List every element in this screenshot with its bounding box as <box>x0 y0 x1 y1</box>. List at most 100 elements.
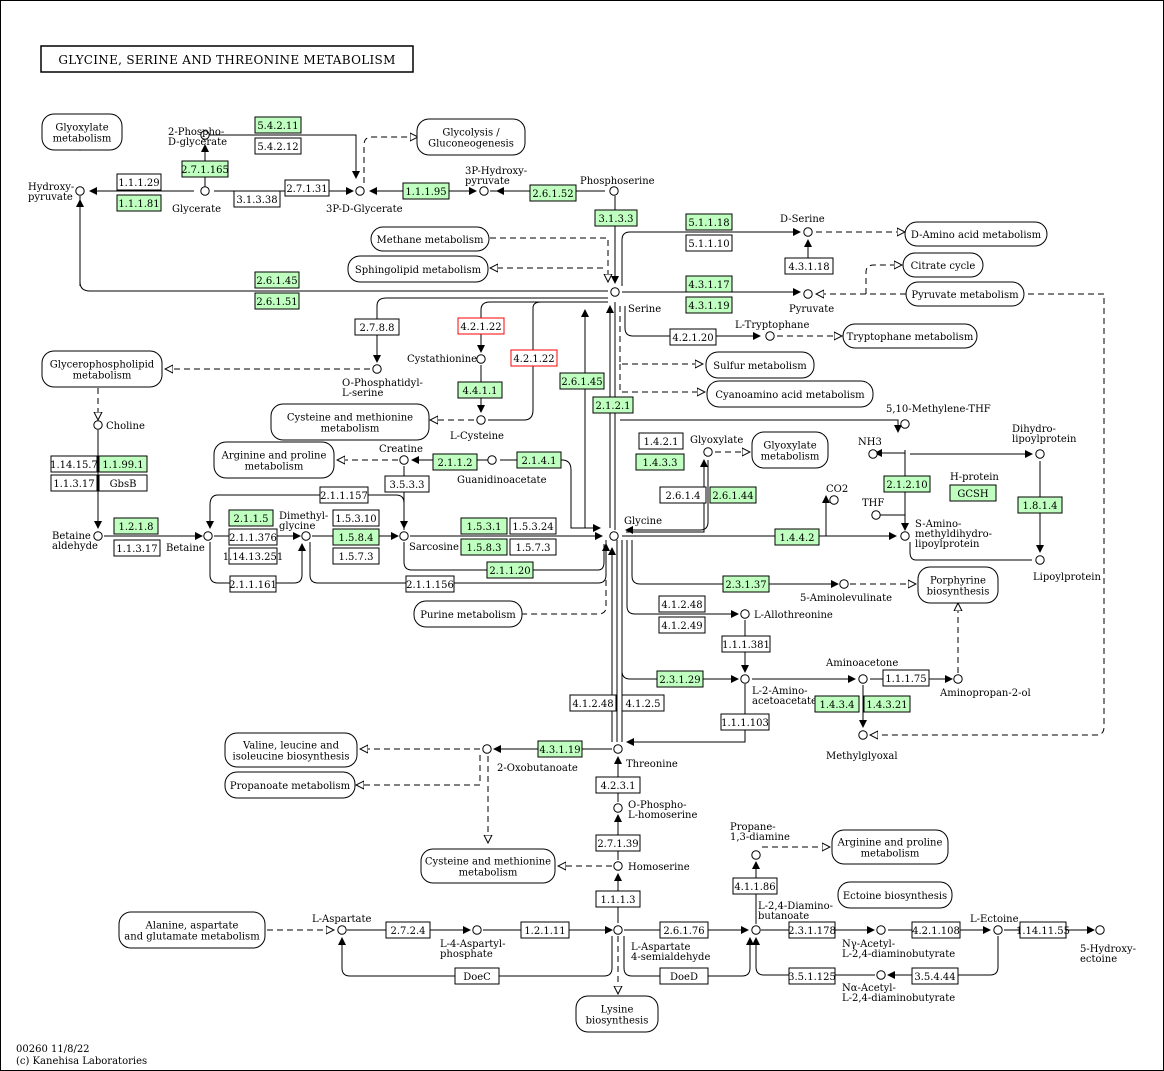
enzyme-box[interactable]: 1.2.1.11 <box>520 921 570 939</box>
enzyme-rect[interactable] <box>658 595 706 613</box>
compound-node[interactable] <box>609 531 619 541</box>
enzyme-rect[interactable] <box>685 234 733 252</box>
compound-node[interactable] <box>1035 449 1045 459</box>
enzyme-rect[interactable] <box>638 432 684 450</box>
compound[interactable]: Serine <box>610 287 661 315</box>
enzyme-box[interactable]: 4.3.1.19 <box>537 740 583 758</box>
enzyme-box[interactable]: 2.7.8.8 <box>354 318 400 336</box>
enzyme-box[interactable]: 4.2.1.20 <box>669 328 717 346</box>
compound-node[interactable] <box>476 415 486 425</box>
enzyme-box[interactable]: GCSH <box>949 484 997 502</box>
enzyme-rect[interactable] <box>949 484 997 502</box>
enzyme-box[interactable]: 4.1.2.48 <box>569 694 617 712</box>
enzyme-rect[interactable] <box>720 713 770 731</box>
compound[interactable]: L-Cysteine <box>450 415 504 442</box>
compound-node[interactable] <box>93 531 103 541</box>
enzyme-rect[interactable] <box>116 173 162 191</box>
enzyme-box[interactable]: 2.1.1.5 <box>228 509 274 527</box>
enzyme-rect[interactable] <box>457 317 505 335</box>
enzyme-rect[interactable] <box>774 528 820 546</box>
enzyme-rect[interactable] <box>669 328 717 346</box>
compound-node[interactable] <box>355 186 365 196</box>
enzyme-rect[interactable] <box>520 921 570 939</box>
enzyme-rect[interactable] <box>882 669 930 687</box>
enzyme-box[interactable]: 1.1.1.75 <box>882 669 930 687</box>
enzyme-box[interactable]: 1.1.1.81 <box>116 194 162 212</box>
compound[interactable]: Cystathionine <box>407 354 486 365</box>
enzyme-box[interactable]: 2.1.1.20 <box>486 561 534 579</box>
enzyme-box[interactable]: 2.6.1.51 <box>254 292 300 310</box>
enzyme-rect[interactable] <box>814 695 860 713</box>
enzyme-box[interactable]: 4.2.3.1 <box>595 776 641 794</box>
enzyme-box[interactable]: 1.1.3.17 <box>50 474 98 492</box>
compound-node[interactable] <box>1095 925 1105 935</box>
enzyme-rect[interactable] <box>721 635 771 653</box>
enzyme-rect[interactable] <box>460 517 508 535</box>
enzyme-rect[interactable] <box>402 182 450 200</box>
compound-node[interactable] <box>610 287 620 297</box>
enzyme-rect[interactable] <box>732 877 778 895</box>
enzyme-box[interactable]: 1.14.13.251 <box>223 547 283 565</box>
enzyme-box[interactable]: 4.2.1.22 <box>457 317 505 335</box>
enzyme-rect[interactable] <box>788 967 836 985</box>
enzyme-box[interactable]: DoeD <box>659 967 709 985</box>
enzyme-rect[interactable] <box>592 396 634 414</box>
enzyme-box[interactable]: 1.1.1.29 <box>116 173 162 191</box>
enzyme-box[interactable]: 1.4.3.3 <box>635 453 685 471</box>
enzyme-rect[interactable] <box>384 475 430 493</box>
enzyme-box[interactable]: 3.1.3.3 <box>594 209 638 227</box>
compound[interactable]: 3P-D-Glycerate <box>326 186 403 215</box>
compound[interactable]: L-Aspartate <box>312 914 372 935</box>
enzyme-rect[interactable] <box>254 116 302 134</box>
compound[interactable]: Dimethyl-glycine <box>279 511 328 541</box>
enzyme-box[interactable]: 1.14.15.7 <box>50 455 98 473</box>
compound[interactable]: NH3 <box>858 437 882 459</box>
enzyme-box[interactable]: 2.1.1.157 <box>319 486 369 504</box>
enzyme-box[interactable]: 1.1.1.103 <box>720 713 770 731</box>
enzyme-rect[interactable] <box>98 474 148 492</box>
compound[interactable]: L-Allothreonine <box>740 609 833 621</box>
compound-node[interactable] <box>740 674 750 684</box>
enzyme-rect[interactable] <box>621 694 665 712</box>
compound-node[interactable] <box>337 925 347 935</box>
enzyme-rect[interactable] <box>181 160 229 178</box>
enzyme-rect[interactable] <box>113 517 159 535</box>
enzyme-rect[interactable] <box>460 538 508 556</box>
enzyme-box[interactable]: 4.2.1.22 <box>510 349 558 367</box>
enzyme-rect[interactable] <box>784 257 834 275</box>
compound[interactable]: Creatine <box>379 444 423 465</box>
compound[interactable]: 2-Phospho-D-glycerate <box>168 127 227 148</box>
enzyme-box[interactable]: 1.4.4.2 <box>774 528 820 546</box>
compound-node[interactable] <box>871 510 881 520</box>
compound[interactable]: Nγ-Acetyl-L-2,4-diaminobutyrate <box>842 925 955 960</box>
enzyme-rect[interactable] <box>254 292 300 310</box>
compound[interactable]: L-2-Amino-acetoacetate <box>740 674 817 707</box>
enzyme-rect[interactable] <box>319 486 369 504</box>
compound-node[interactable] <box>613 744 623 754</box>
enzyme-box[interactable]: 2.6.1.52 <box>529 184 577 202</box>
compound[interactable]: 2-Oxobutanoate <box>482 744 578 774</box>
pathway-map-link[interactable]: Propanoate metabolism <box>224 771 356 799</box>
enzyme-box[interactable]: 1.5.3.24 <box>509 517 557 535</box>
enzyme-rect[interactable] <box>595 776 641 794</box>
enzyme-box[interactable]: 3.5.1.125 <box>788 967 836 985</box>
compound[interactable]: Homoserine <box>613 861 690 873</box>
pathway-map-link[interactable]: Sphingolipid metabolism <box>347 255 489 283</box>
enzyme-box[interactable]: 4.3.1.19 <box>685 296 733 314</box>
enzyme-box[interactable]: 1.5.8.4 <box>332 528 380 546</box>
enzyme-box[interactable]: 4.1.2.5 <box>621 694 665 712</box>
compound-node[interactable] <box>200 186 210 196</box>
enzyme-box[interactable]: 3.5.4.44 <box>911 967 959 985</box>
enzyme-rect[interactable] <box>457 381 503 399</box>
compound-node[interactable] <box>613 803 623 813</box>
compound[interactable]: Lipoylprotein <box>1033 555 1101 583</box>
compound[interactable]: Guanidinoacetate <box>457 455 547 486</box>
enzyme-box[interactable]: 1.4.3.4 <box>814 695 860 713</box>
enzyme-rect[interactable] <box>284 179 330 197</box>
enzyme-box[interactable]: 1.1.1.3 <box>595 890 641 908</box>
compound[interactable]: CO2 <box>826 484 848 505</box>
compound[interactable]: S-Amino-methyldihydro-lipoylprotein <box>900 519 992 550</box>
enzyme-box[interactable]: 2.7.1.165 <box>181 160 229 178</box>
